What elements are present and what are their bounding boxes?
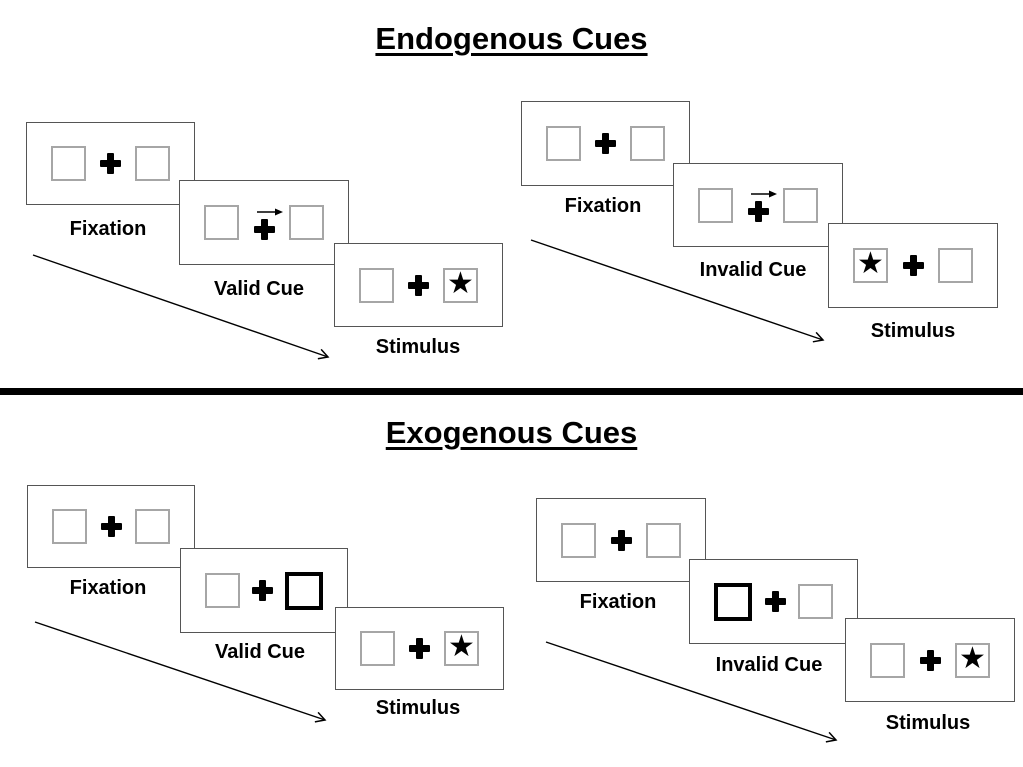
fixation-card <box>536 498 706 582</box>
fixation-cross-icon <box>747 201 769 222</box>
right-placeholder-box <box>289 205 324 240</box>
left-placeholder-box <box>204 205 239 240</box>
fixation-center <box>100 153 121 174</box>
card-label: Valid Cue <box>213 278 305 300</box>
card-label: Valid Cue <box>214 641 306 663</box>
right-placeholder-box <box>798 584 833 619</box>
star-icon: ★ <box>857 246 884 281</box>
card-label: Stimulus <box>885 712 971 734</box>
right-placeholder-box <box>938 248 973 283</box>
fixation-center <box>252 580 273 601</box>
fixation-center <box>409 638 430 659</box>
right-placeholder-box <box>135 509 170 544</box>
card-label: Stimulus <box>375 336 461 358</box>
right-placeholder-box <box>630 126 665 161</box>
fixation-center <box>764 591 786 612</box>
fixation-card <box>26 122 195 205</box>
right-placeholder-box <box>783 187 818 223</box>
left-placeholder-box <box>51 146 86 181</box>
target-star-box: ★ <box>444 631 479 666</box>
left-placeholder-box <box>205 573 240 608</box>
card-label: Stimulus <box>870 320 956 342</box>
right-placeholder-box <box>135 146 170 181</box>
fixation-cross-icon <box>100 516 122 537</box>
target-star-box: ★ <box>443 265 478 303</box>
star-icon: ★ <box>959 640 986 676</box>
fixation-cross-icon <box>409 638 430 659</box>
left-placeholder-box <box>561 522 596 558</box>
left-placeholder-box <box>698 187 733 223</box>
cued-box <box>714 582 752 621</box>
fixation-card <box>521 101 690 186</box>
fixation-center <box>100 516 122 537</box>
cue-arrow-icon <box>257 208 283 215</box>
timeline-arrow-endogenous-valid <box>32 254 330 360</box>
fixation-cross-icon <box>408 274 429 296</box>
cue-center <box>244 206 284 240</box>
fixation-center <box>902 255 924 276</box>
fixation-center <box>610 529 632 551</box>
card-label: Fixation <box>69 577 147 599</box>
section-title-exogenous: Exogenous Cues <box>385 415 638 450</box>
fixation-cross-icon <box>595 133 616 154</box>
fixation-cross-icon <box>610 529 632 551</box>
section-title-endogenous: Endogenous Cues <box>375 21 648 56</box>
timeline-arrow-endogenous-invalid <box>530 239 825 343</box>
stimulus-card: ★ <box>845 618 1015 702</box>
fixation-cross-icon <box>902 255 924 276</box>
fixation-cross-icon <box>919 649 941 671</box>
left-placeholder-box <box>52 509 87 544</box>
card-label: Fixation <box>564 195 642 217</box>
stimulus-card: ★ <box>334 243 503 327</box>
stimulus-card: ★ <box>828 223 998 308</box>
invalid-cue-card <box>673 163 843 247</box>
left-placeholder-box <box>546 126 581 161</box>
fixation-cross-icon <box>252 580 273 601</box>
stimulus-card: ★ <box>335 607 504 690</box>
card-label: Invalid Cue <box>715 654 823 676</box>
card-label: Stimulus <box>375 697 461 719</box>
section-divider <box>0 388 1023 395</box>
left-placeholder-box <box>360 631 395 666</box>
right-placeholder-box <box>646 522 681 558</box>
left-placeholder-box <box>870 642 905 678</box>
target-star-box: ★ <box>955 640 990 678</box>
cue-arrow-icon <box>751 190 777 198</box>
valid-cue-card <box>179 180 349 265</box>
fixation-cross-icon <box>253 218 275 240</box>
fixation-center <box>408 274 429 296</box>
card-label: Fixation <box>69 218 147 240</box>
left-placeholder-box <box>359 267 394 303</box>
card-label: Invalid Cue <box>699 259 807 281</box>
card-label: Fixation <box>579 591 657 613</box>
fixation-cross-icon <box>100 153 121 174</box>
cued-box <box>285 571 323 610</box>
target-star-box: ★ <box>853 248 888 283</box>
cue-center <box>738 188 778 222</box>
star-icon: ★ <box>448 629 475 664</box>
fixation-center <box>919 649 941 671</box>
star-icon: ★ <box>447 265 474 301</box>
fixation-center <box>595 133 616 154</box>
timeline-arrow-exogenous-valid <box>34 621 327 723</box>
valid-cue-card <box>180 548 348 633</box>
fixation-card <box>27 485 195 568</box>
fixation-cross-icon <box>764 591 786 612</box>
invalid-cue-card <box>689 559 858 644</box>
